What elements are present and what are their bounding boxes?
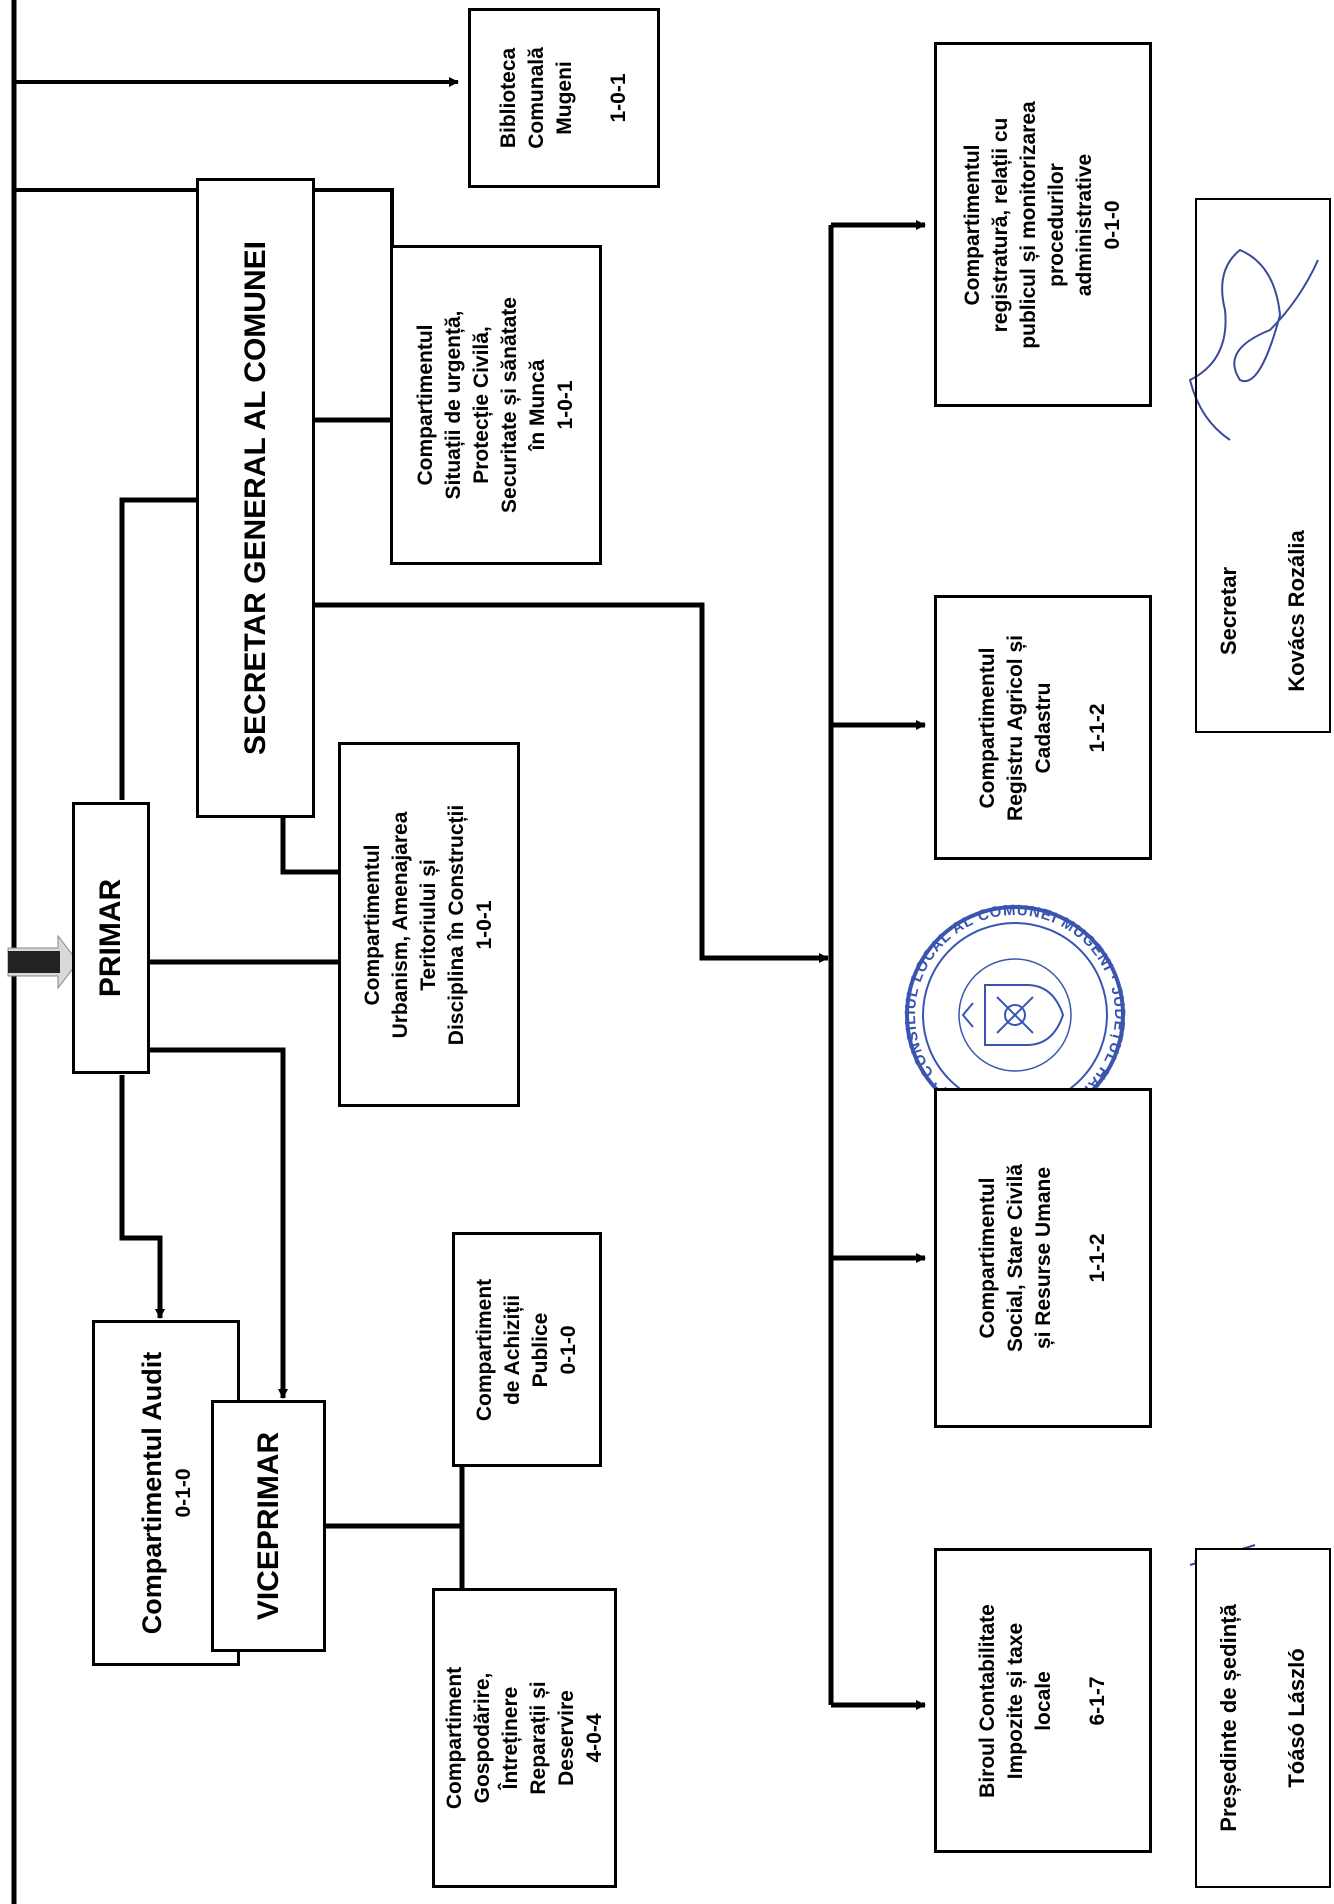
gospodarire-code: 4-0-4 <box>582 1713 606 1763</box>
biblioteca-code: 1-0-1 <box>607 73 630 123</box>
urbanism-line-3: Teritoriului și <box>417 858 440 991</box>
biblioteca-line-2: Comunală <box>525 47 548 149</box>
biblioteca-line-1: Biblioteca <box>497 47 520 149</box>
biblioteca-line-3: Mugeni <box>553 61 576 135</box>
secretar-role: Secretar <box>1216 566 1241 656</box>
social-line-3: și Resurse Umane <box>1032 1166 1055 1350</box>
urbanism-box: Compartimentul Urbanism, Amenajarea Teri… <box>338 742 520 1107</box>
audit-title: Compartimentul Audit <box>137 1351 167 1635</box>
gospodarire-line-4: Reparații și <box>526 1681 550 1795</box>
presedinte-box: Președinte de ședință Tóásó László <box>1195 1548 1331 1888</box>
situatii-line-5: în Muncă <box>526 359 549 451</box>
situatii-line-3: Protecție Civilă, <box>470 326 493 484</box>
gospodarire-line-3: Întreținere <box>498 1686 522 1790</box>
achizitii-line-2: de Achiziții <box>501 1294 524 1405</box>
achizitii-line-3: Publice <box>529 1312 552 1387</box>
connector-primar-audit <box>119 1075 165 1319</box>
gospodarire-box: Compartiment Gospodărire, Întreținere Re… <box>432 1588 617 1888</box>
connector-secretar-bus <box>315 602 829 963</box>
contabilitate-line-1: Biroul Contabilitate <box>976 1603 999 1798</box>
social-line-1: Compartimentul <box>976 1177 999 1339</box>
entry-arrow-icon <box>7 934 79 990</box>
contabilitate-line-3: locale <box>1032 1670 1055 1731</box>
contabilitate-code: 6-1-7 <box>1086 1675 1109 1726</box>
presedinte-role: Președinte de ședință <box>1216 1604 1241 1832</box>
contabilitate-box: Biroul Contabilitate Impozite și taxe lo… <box>934 1548 1152 1853</box>
biblioteca-box: Biblioteca Comunală Mugeni 1-0-1 <box>468 8 660 188</box>
situatii-line-2: Situații de urgență, <box>442 310 465 500</box>
situatii-code: 1-0-1 <box>554 380 577 430</box>
audit-code: 0-1-0 <box>172 1468 195 1518</box>
urbanism-code: 1-0-1 <box>473 899 496 950</box>
secretar-signature <box>1188 248 1319 441</box>
coat-of-arms-icon <box>961 984 1065 1046</box>
situatii-line-1: Compartimentul <box>414 324 437 486</box>
registru-line-1: Compartimentul <box>976 647 999 809</box>
gospodarire-line-5: Deservire <box>554 1690 578 1786</box>
registratura-code: 0-1-0 <box>1101 199 1124 250</box>
registratura-box: Compartimentul registratură, relații cu … <box>934 42 1152 407</box>
connector-lines <box>11 0 926 1904</box>
primar-title: PRIMAR <box>94 878 127 998</box>
connector-primar-viceprimar <box>150 1047 288 1399</box>
secretar-name: Kovács Rozália <box>1284 530 1309 692</box>
secretar-sign-box: Secretar Kovács Rozália <box>1195 198 1331 733</box>
urbanism-line-4: Disciplina în Construcții <box>445 804 468 1045</box>
registratura-line-5: administrative <box>1073 153 1096 296</box>
social-line-2: Social, Stare Civilă <box>1004 1164 1027 1352</box>
urbanism-line-2: Urbanism, Amenajarea <box>389 811 412 1038</box>
situatii-urgenta-box: Compartimentul Situații de urgență, Prot… <box>390 245 602 565</box>
situatii-line-4: Securitate și sănătate <box>498 297 521 513</box>
urbanism-line-1: Compartimentul <box>361 844 384 1006</box>
registratura-line-1: Compartimentul <box>961 143 984 306</box>
primar-box: PRIMAR <box>72 802 150 1074</box>
registru-code: 1-1-2 <box>1086 702 1109 753</box>
achizitii-code: 0-1-0 <box>557 1324 580 1375</box>
gospodarire-line-2: Gospodărire, <box>470 1672 494 1804</box>
social-box: Compartimentul Social, Stare Civilă și R… <box>934 1088 1152 1428</box>
gospodarire-line-1: Compartiment <box>442 1666 466 1810</box>
registratura-line-2: registratură, relații cu <box>989 117 1012 332</box>
viceprimar-title: VICEPRIMAR <box>251 1431 285 1621</box>
secretar-general-box: SECRETAR GENERAL AL COMUNEI <box>196 178 315 818</box>
registru-line-3: Cadastru <box>1032 681 1055 774</box>
registratura-line-4: procedurilor <box>1045 162 1068 287</box>
achizitii-box: Compartiment de Achiziții Publice 0-1-0 <box>452 1232 602 1467</box>
presedinte-name: Tóásó László <box>1284 1648 1309 1788</box>
secretar-general-title: SECRETAR GENERAL AL COMUNEI <box>238 241 272 755</box>
viceprimar-box: VICEPRIMAR <box>211 1400 326 1652</box>
achizitii-line-1: Compartiment <box>473 1278 496 1421</box>
registru-line-2: Registru Agricol și <box>1004 634 1027 821</box>
registratura-line-3: publicul și monitorizarea <box>1017 100 1040 349</box>
connector-primar-secretar <box>119 495 232 800</box>
registru-agricol-box: Compartimentul Registru Agricol și Cadas… <box>934 595 1152 860</box>
contabilitate-line-2: Impozite și taxe <box>1004 1622 1027 1779</box>
social-code: 1-1-2 <box>1086 1233 1109 1283</box>
